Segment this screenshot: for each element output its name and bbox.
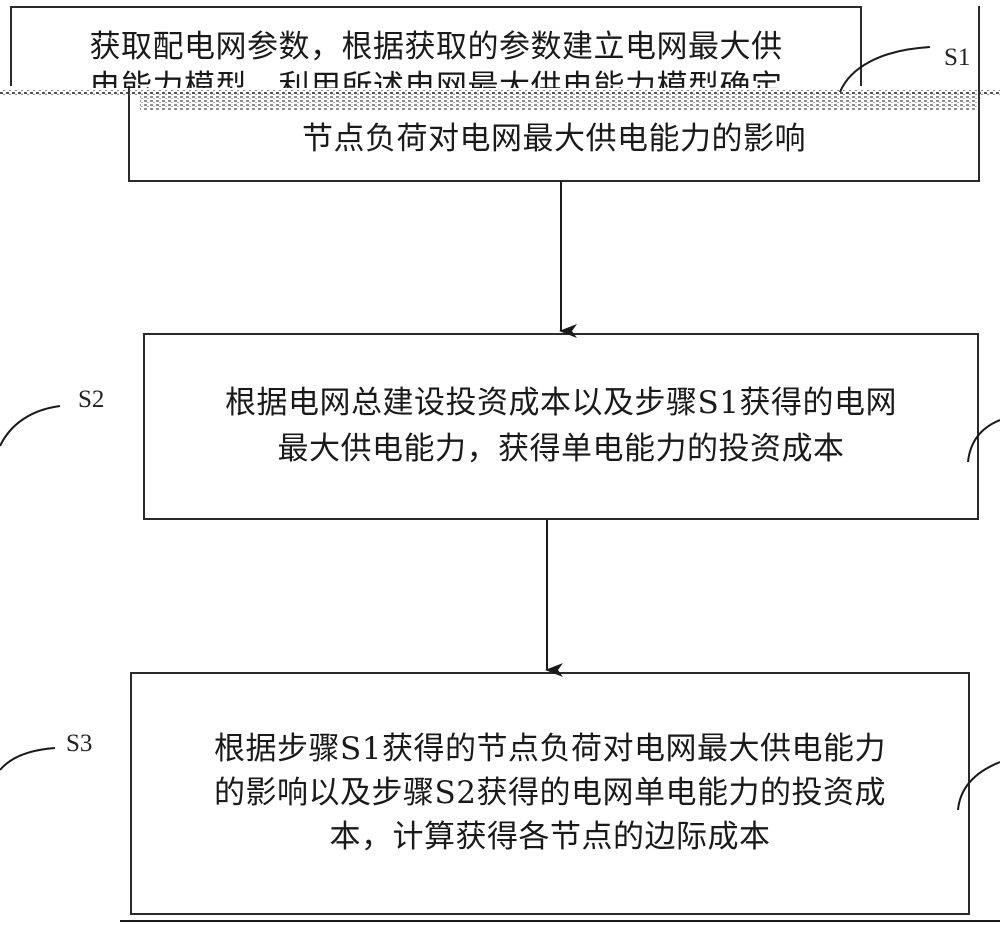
step-s2-label: S2 — [78, 386, 105, 413]
step-s1-text-line-2: 电能力模型，利用所述电网最大供电能力模型确定 — [89, 69, 783, 88]
step-s3-label: S3 — [66, 730, 93, 757]
step-s1-text-line-3: 节点负荷对电网最大供电能力的影响 — [302, 121, 806, 157]
s3-right-leader-curve — [957, 761, 1000, 811]
scan-distortion-band — [0, 84, 1000, 120]
distortion-pattern — [0, 90, 1000, 110]
step-s3-text-line-3: 本，计算获得各节点的边际成本 — [329, 819, 771, 855]
step-s2-text-line-2: 最大供电能力，获得单电能力的投资成本 — [277, 431, 845, 467]
s2-leader-curve — [0, 405, 61, 447]
step-s1-box-upper-fragment — [10, 6, 862, 86]
s1-leader-curve — [839, 46, 931, 93]
step-s2-text-line-1: 根据电网总建设投资成本以及步骤S1获得的电网 — [225, 385, 897, 421]
step-s2-box — [143, 333, 979, 520]
step-s1-text-line-1: 获取配电网参数，根据获取的参数建立电网最大供 — [89, 29, 783, 65]
step-s3-text-line-1: 根据步骤S1获得的节点负荷对电网最大供电能力 — [214, 731, 886, 767]
s3-leader-curve — [0, 747, 56, 771]
step-s3-text-line-2: 的影响以及步骤S2获得的电网单电能力的投资成 — [214, 775, 886, 811]
step-s3-box — [130, 672, 970, 915]
step-s1-label: S1 — [944, 44, 971, 71]
s2-right-leader-curve — [967, 419, 1000, 463]
